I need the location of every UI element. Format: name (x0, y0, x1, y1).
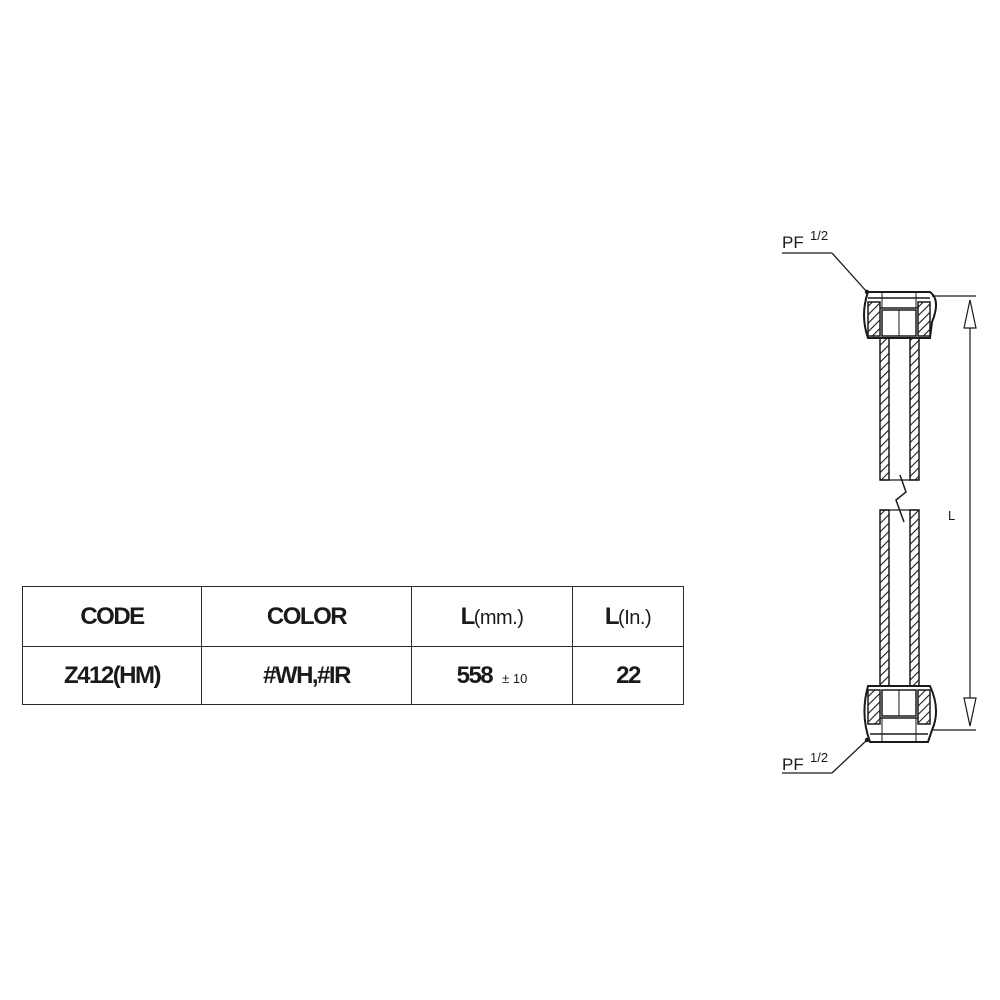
spec-table: CODE COLOR L(mm.) L(In.) Z412(HM) #WH,#I… (22, 586, 684, 705)
header-length-mm-unit: (mm.) (473, 606, 524, 629)
svg-text:1/2: 1/2 (810, 228, 828, 243)
svg-text:PF: PF (782, 755, 804, 774)
dimension-l: L (932, 295, 977, 731)
svg-text:1/2: 1/2 (810, 750, 828, 765)
thread-label-bottom: PF 1/2 (782, 737, 870, 774)
table-header-row: CODE COLOR L(mm.) L(In.) (22, 586, 684, 647)
cell-length-mm: 558± 10 (411, 646, 573, 705)
svg-text:PF: PF (782, 233, 804, 252)
bottom-nut (863, 685, 937, 743)
cell-color: #WH,#IR (201, 646, 412, 705)
header-length-in: L(In.) (572, 586, 684, 647)
cell-length-in: 22 (572, 646, 684, 705)
hose-drawing: PF 1/2 (782, 228, 977, 774)
dimension-l-label: L (948, 508, 955, 523)
hose-lower (879, 509, 920, 687)
header-length-in-unit: (In.) (618, 606, 652, 629)
header-color: COLOR (201, 586, 412, 647)
top-nut (863, 291, 937, 339)
header-length-mm: L(mm.) (411, 586, 573, 647)
header-code: CODE (22, 586, 202, 647)
table-row: Z412(HM) #WH,#IR 558± 10 22 (22, 646, 684, 705)
cell-code: Z412(HM) (22, 646, 202, 705)
hose-upper (879, 337, 920, 481)
cell-tolerance: ± 10 (502, 670, 528, 686)
thread-label-top: PF 1/2 (782, 228, 870, 295)
